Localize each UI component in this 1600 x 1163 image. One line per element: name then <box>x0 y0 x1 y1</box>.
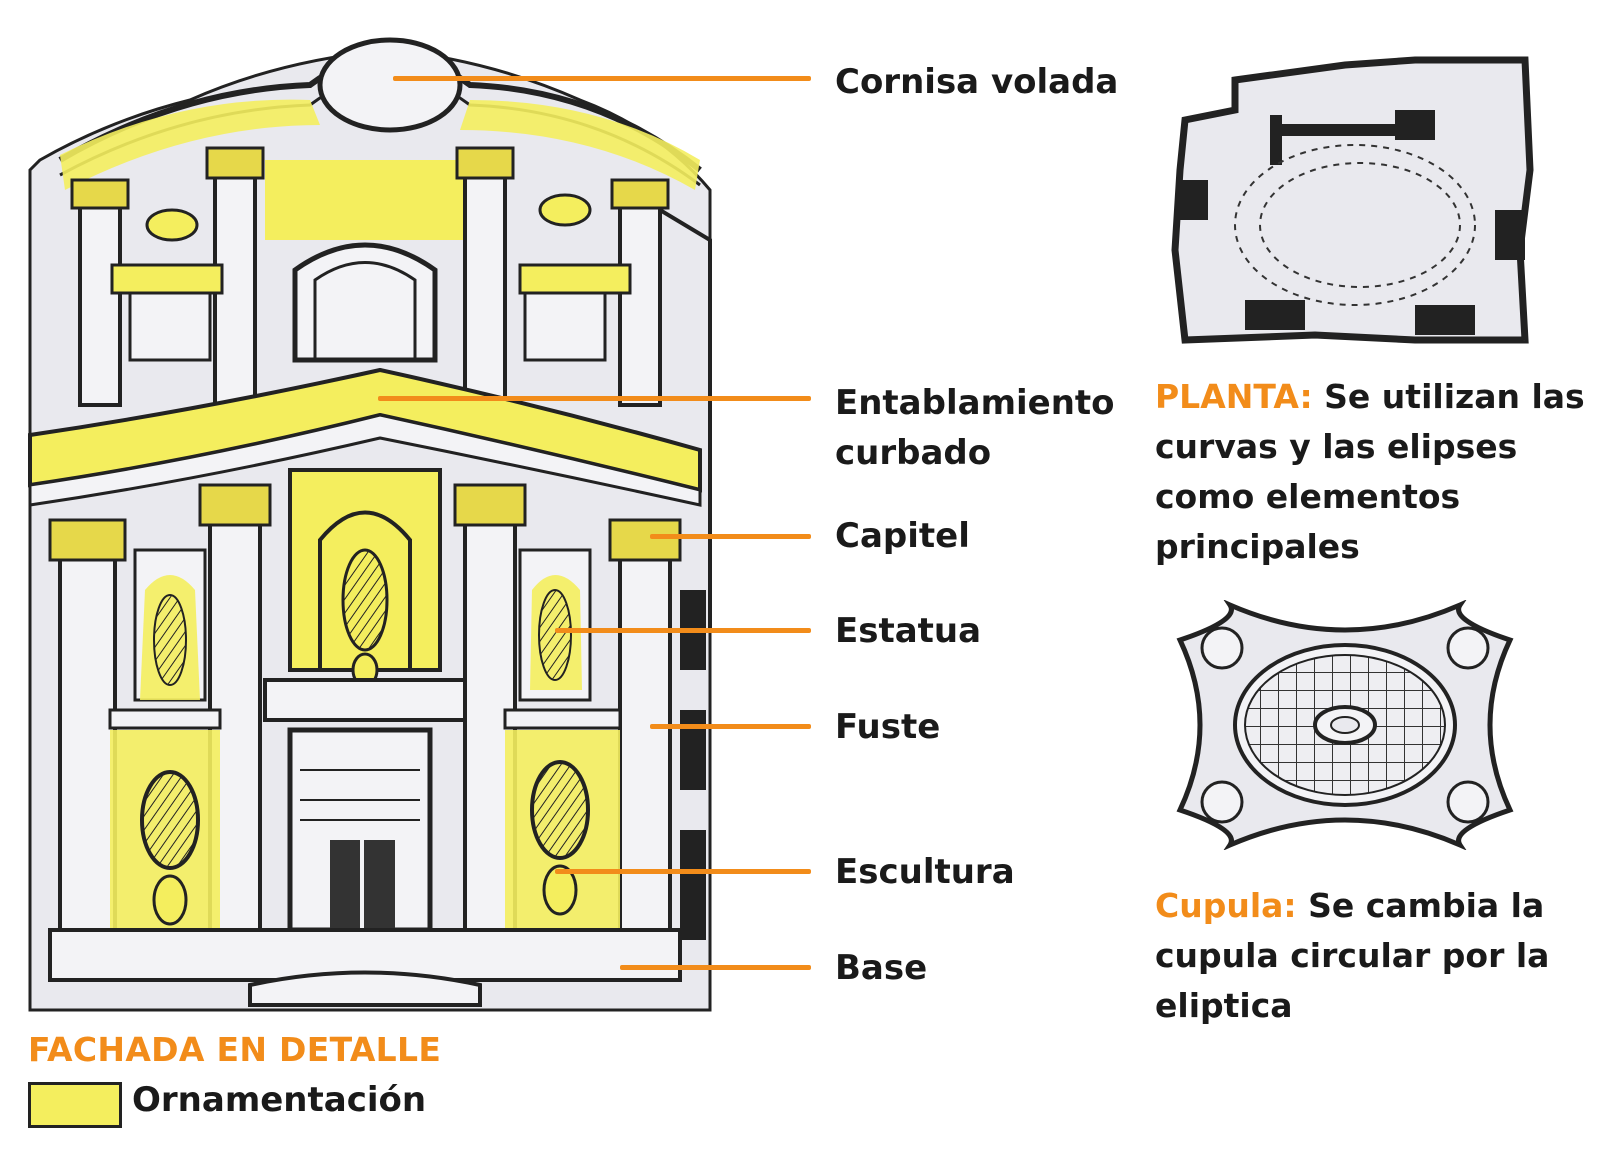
dome-sketch <box>1176 600 1514 850</box>
legend-label-ornamentacion: Ornamentación <box>132 1080 427 1120</box>
planta-line-2: curvas y las elipses <box>1155 427 1518 466</box>
facade-caption: FACHADA EN DETALLE <box>28 1030 442 1069</box>
label-capitel: Capitel <box>835 516 970 556</box>
cupula-keyword: Cupula: <box>1155 886 1297 925</box>
planta-line-3: como elementos <box>1155 477 1461 516</box>
label-entablamento-line1: Entablamiento <box>835 383 1115 423</box>
leader-capitel <box>650 534 811 539</box>
label-entablamento-line2: curbado <box>835 433 992 473</box>
label-estatua: Estatua <box>835 611 982 651</box>
planta-line-1: PLANTA: Se utilizan las <box>1155 372 1595 422</box>
leader-estatua <box>555 628 811 633</box>
cupula-line-1: Cupula: Se cambia la <box>1155 881 1595 931</box>
cupula-description: Cupula: Se cambia la cupula circular por… <box>1155 881 1595 1031</box>
floor-plan-sketch <box>1171 56 1534 344</box>
label-cornisa-volada: Cornisa volada <box>835 62 1119 102</box>
leader-cornisa <box>393 76 811 81</box>
planta-line-4: principales <box>1155 527 1360 566</box>
label-fuste: Fuste <box>835 707 941 747</box>
leader-escultura <box>555 869 811 874</box>
cupula-line-1-text: Se cambia la <box>1296 886 1545 925</box>
cupula-line-2: cupula circular por la <box>1155 936 1550 975</box>
legend-swatch-ornamentacion <box>28 1082 122 1128</box>
leader-entablamento <box>378 396 811 401</box>
cupula-line-3: eliptica <box>1155 986 1293 1025</box>
leader-base <box>620 965 811 970</box>
planta-line-1-text: Se utilizan las <box>1312 377 1585 416</box>
facade-sketch <box>28 37 712 1012</box>
label-escultura: Escultura <box>835 852 1015 892</box>
label-base: Base <box>835 948 928 988</box>
planta-description: PLANTA: Se utilizan las curvas y las eli… <box>1155 372 1595 572</box>
leader-fuste <box>650 724 811 729</box>
planta-keyword: PLANTA: <box>1155 377 1313 416</box>
label-entablamento: Entablamiento curbado <box>835 378 1115 478</box>
